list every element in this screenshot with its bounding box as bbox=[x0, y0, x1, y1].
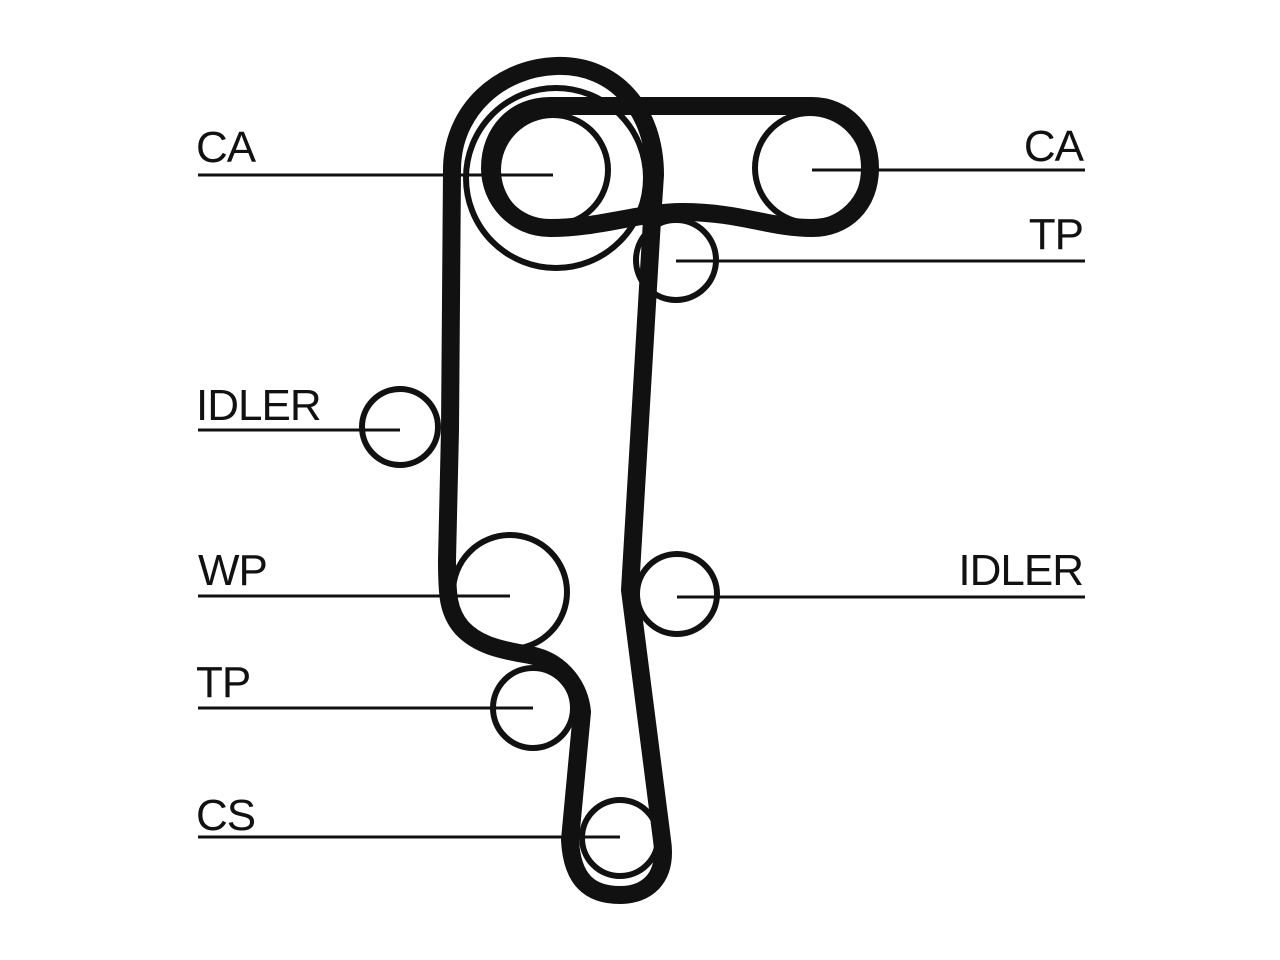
water-pump-pulley bbox=[450, 532, 570, 652]
label-tp-upper: TP bbox=[1029, 210, 1083, 259]
timing-belt-outer bbox=[438, 56, 672, 904]
label-idler-right: IDLER bbox=[958, 546, 1083, 595]
camshaft-pulley-right bbox=[752, 110, 868, 226]
label-ca-right: CA bbox=[1024, 122, 1085, 171]
idler-pulley-right bbox=[634, 551, 720, 637]
label-wp: WP bbox=[198, 546, 267, 595]
label-cs: CS bbox=[196, 791, 255, 840]
label-ca-left: CA bbox=[196, 123, 257, 172]
label-tp-lower: TP bbox=[196, 658, 250, 707]
camshaft-pulley-left bbox=[495, 112, 611, 228]
camshaft-pulley-large-ring bbox=[463, 85, 649, 271]
idler-pulley-left bbox=[359, 386, 441, 468]
label-idler-left: IDLER bbox=[196, 381, 321, 430]
timing-belt-upper bbox=[481, 97, 879, 237]
